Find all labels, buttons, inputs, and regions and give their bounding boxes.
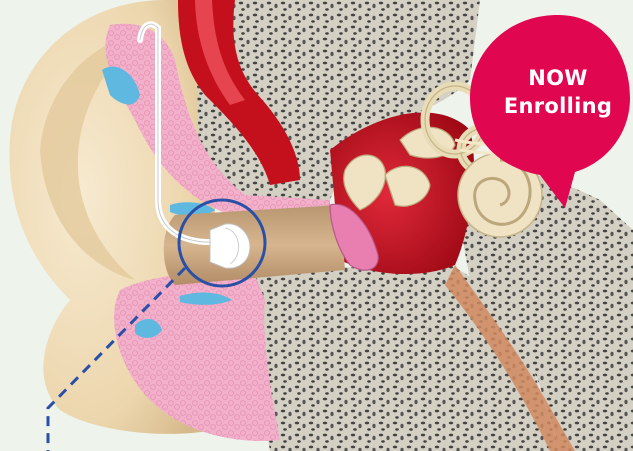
badge-line-2: Enrolling <box>494 92 622 120</box>
earpiece-icon <box>210 224 250 268</box>
now-enrolling-badge: NOW Enrolling <box>494 64 622 120</box>
badge-line-1: NOW <box>494 64 622 92</box>
